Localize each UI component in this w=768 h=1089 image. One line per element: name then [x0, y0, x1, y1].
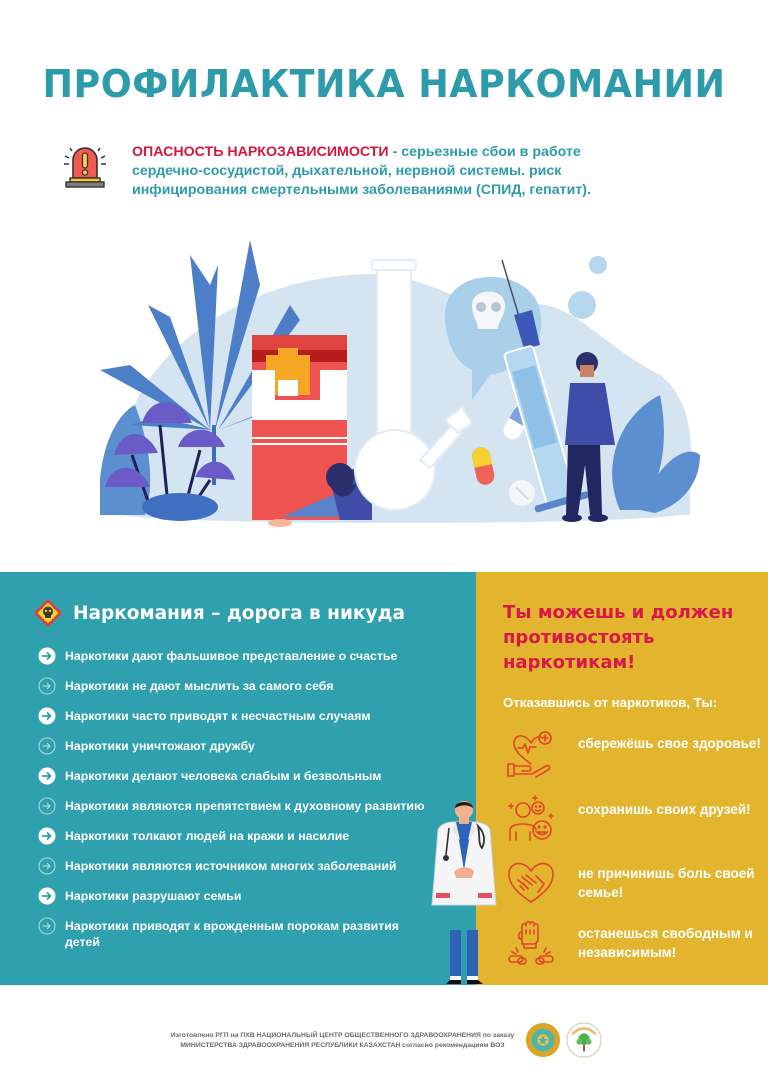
kazakhstan-emblem-icon — [525, 1022, 561, 1058]
arrow-right-outline-icon — [38, 917, 56, 935]
bubble-icon — [589, 256, 607, 274]
left-foliage-icon — [100, 405, 151, 515]
benefit-item: останешься свободным и независимым! — [506, 918, 756, 978]
benefit-item: не причинишь боль своей семье! — [506, 858, 756, 918]
list-item: Наркотики часто приводят к несчастным сл… — [38, 707, 428, 738]
benefit-text: останешься свободным и независимым! — [578, 926, 753, 960]
cigarette-pack-icon — [252, 335, 347, 520]
list-item: Наркотики приводят к врожденным порокам … — [38, 917, 428, 958]
arrow-right-filled-icon — [38, 887, 56, 905]
danger-warning: ОПАСНОСТЬ НАРКОЗАВИСИМОСТИ - серьезные с… — [62, 140, 622, 210]
list-item: Наркотики уничтожают дружбу — [38, 737, 428, 768]
page-title: ПРОФИЛАКТИКА НАРКОМАНИИ — [42, 62, 726, 106]
hazard-skull-icon — [34, 599, 62, 627]
list-item: Наркотики являются источником многих заб… — [38, 857, 428, 888]
dangers-heading: Наркомания – дорога в никуда — [33, 597, 405, 629]
arrow-right-filled-icon — [38, 767, 56, 785]
list-item: Наркотики разрушают семьи — [38, 887, 428, 918]
dangers-list: Наркотики дают фальшивое представление о… — [38, 647, 428, 958]
list-item: Наркотики дают фальшивое представление о… — [38, 647, 428, 678]
fist-broken-chain-icon — [508, 920, 554, 965]
arrow-right-outline-icon — [38, 797, 56, 815]
warning-body: - серьезные сбои в работе сердечно-сосуд… — [132, 144, 591, 198]
mushrooms-icon — [105, 402, 235, 521]
warning-accent: ОПАСНОСТЬ НАРКОЗАВИСИМОСТИ — [132, 144, 389, 160]
benefit-text: сбережёшь свое здоровье! — [578, 736, 761, 751]
footer-credit: Изготовлено РГП на ПХВ НАЦИОНАЛЬНЫЙ ЦЕНТ… — [170, 1032, 515, 1049]
list-item: Наркотики делают человека слабым и безво… — [38, 767, 428, 798]
list-item: Наркотики являются препятствием к духовн… — [38, 797, 428, 828]
heart-in-hand-icon — [507, 731, 552, 778]
doctor-illustration — [431, 801, 497, 984]
bubble-icon — [568, 291, 596, 319]
benefit-text: сохранишь своих друзей! — [578, 802, 751, 817]
benefits-subheading: Отказавшись от наркотиков, Ты: — [503, 695, 718, 710]
dangers-panel: Наркомания – дорога в никуда Наркотики д… — [0, 572, 476, 985]
benefit-item: сохранишь своих друзей! — [506, 794, 756, 854]
drugs-illustration — [100, 240, 700, 527]
arrow-right-filled-icon — [38, 707, 56, 725]
syringe-man-icon — [501, 259, 615, 522]
arrow-right-outline-icon — [38, 857, 56, 875]
siren-alarm-icon — [64, 147, 106, 188]
heart-handshake-icon — [508, 862, 554, 903]
friends-smiles-icon — [508, 795, 554, 841]
bong-icon — [354, 259, 474, 511]
benefits-heading: Ты можешь и должен противостоять наркоти… — [503, 602, 734, 673]
right-foliage-icon — [612, 395, 700, 513]
arrow-right-filled-icon — [38, 647, 56, 665]
arrow-right-filled-icon — [38, 827, 56, 845]
dangers-heading-text: Наркомания – дорога в никуда — [73, 602, 405, 624]
public-health-center-logo-icon — [566, 1022, 602, 1058]
benefits-panel: Ты можешь и должен противостоять наркоти… — [476, 572, 768, 985]
pills-icon — [472, 405, 535, 506]
arrow-right-outline-icon — [38, 677, 56, 695]
arrow-right-outline-icon — [38, 737, 56, 755]
list-item: Наркотики не дают мыслить за самого себя — [38, 677, 428, 708]
warning-text: ОПАСНОСТЬ НАРКОЗАВИСИМОСТИ - серьезные с… — [132, 143, 632, 200]
skull-bubble-icon — [445, 276, 542, 400]
benefit-item: сбережёшь свое здоровье! — [506, 728, 761, 788]
list-item: Наркотики толкают людей на кражи и насил… — [38, 827, 428, 858]
benefit-text: не причинишь боль своей семье! — [578, 866, 755, 900]
